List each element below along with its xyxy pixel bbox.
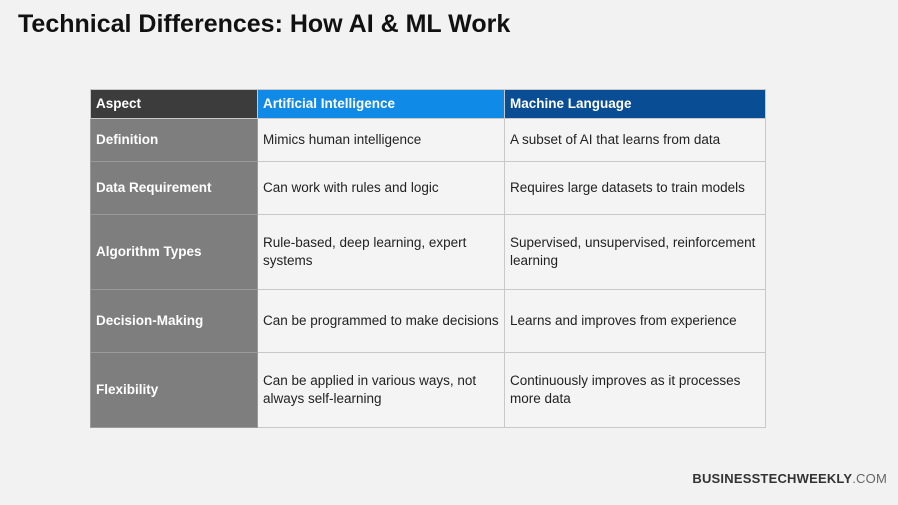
brand-name: BUSINESSTECHWEEKLY [692,471,853,486]
comparison-table: Aspect Artificial Intelligence Machine L… [90,89,766,428]
aspect-cell: Definition [90,118,258,162]
ml-cell: Continuously improves as it processes mo… [504,352,766,428]
ai-cell: Mimics human intelligence [257,118,505,162]
table-header-row: Aspect Artificial Intelligence Machine L… [90,89,766,119]
ml-cell: A subset of AI that learns from data [504,118,766,162]
brand-suffix: .COM [852,471,887,486]
ml-cell: Learns and improves from experience [504,289,766,353]
header-ml: Machine Language [504,89,766,119]
aspect-cell: Flexibility [90,352,258,428]
ml-cell: Supervised, unsupervised, reinforcement … [504,214,766,290]
ai-cell: Can be programmed to make decisions [257,289,505,353]
aspect-cell: Data Requirement [90,161,258,215]
aspect-cell: Algorithm Types [90,214,258,290]
brand-watermark: BUSINESSTECHWEEKLY.COM [692,471,887,486]
page-title: Technical Differences: How AI & ML Work [18,10,511,38]
ml-cell: Requires large datasets to train models [504,161,766,215]
ai-cell: Can work with rules and logic [257,161,505,215]
header-ai: Artificial Intelligence [257,89,505,119]
aspect-cell: Decision-Making [90,289,258,353]
ai-cell: Rule-based, deep learning, expert system… [257,214,505,290]
ai-cell: Can be applied in various ways, not alwa… [257,352,505,428]
header-aspect: Aspect [90,89,258,119]
